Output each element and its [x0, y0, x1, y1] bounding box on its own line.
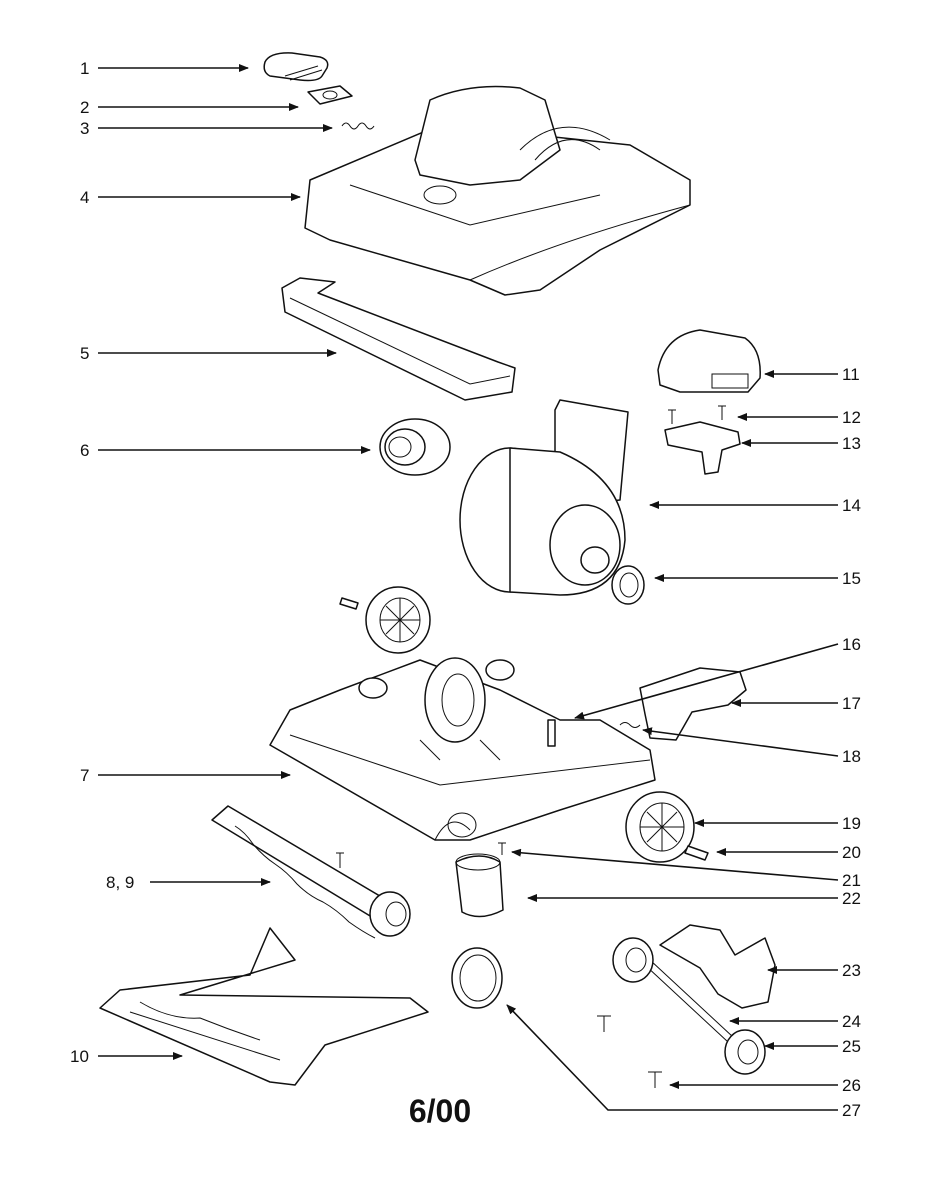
callout-11: 11 [842, 365, 860, 384]
callout-16: 16 [842, 635, 861, 654]
part-10-bottom-plate [99, 927, 429, 1086]
part-14-motor [459, 399, 629, 596]
part-18-spring [619, 722, 641, 728]
part-4-hood [304, 85, 691, 296]
callout-7: 7 [80, 766, 89, 785]
part-1-cover-clip [263, 52, 329, 82]
callout-24: 24 [842, 1012, 861, 1031]
part-16-post [547, 719, 556, 747]
part-rear-wheel-left [365, 586, 431, 654]
part-19-rear-wheel [625, 791, 695, 863]
part-21-screw [498, 842, 506, 855]
callout-20: 20 [842, 843, 861, 862]
callout-14: 14 [842, 496, 861, 515]
callout-10: 10 [70, 1047, 89, 1066]
callout-22: 22 [842, 889, 861, 908]
part-25-front-wheels [612, 937, 766, 1075]
callout-6: 6 [80, 441, 89, 460]
part-2-washer [307, 85, 353, 105]
part-20-axle-pin [684, 845, 709, 861]
part-17-pedal [639, 667, 747, 741]
callout-4: 4 [80, 188, 89, 207]
callout-27: 27 [842, 1101, 861, 1120]
part-27-belt [451, 947, 503, 1009]
callout-17: 17 [842, 694, 861, 713]
part-screw-base [336, 852, 344, 868]
callout-5: 5 [80, 344, 89, 363]
part-8-9-brushroll [211, 805, 411, 939]
part-13-switch [664, 421, 741, 475]
callout-15: 15 [842, 569, 861, 588]
callout-1: 1 [80, 59, 89, 78]
part-23-height-adjuster [659, 924, 776, 1009]
callout-2: 2 [80, 98, 89, 117]
part-5-bumper [281, 277, 516, 401]
part-11-switch-cover [657, 329, 761, 393]
callout-23: 23 [842, 961, 861, 980]
callout-labels: 1 2 3 4 5 6 7 8, 9 10 11 12 13 14 15 16 … [70, 59, 861, 1120]
part-7-base [269, 657, 656, 841]
callout-26: 26 [842, 1076, 861, 1095]
callout-3: 3 [80, 119, 89, 138]
part-3-spring [341, 122, 375, 130]
part-12-screws [668, 405, 726, 424]
callout-25: 25 [842, 1037, 861, 1056]
part-26-screws [597, 1015, 662, 1088]
callout-19: 19 [842, 814, 861, 833]
part-24-axle [644, 959, 734, 1043]
part-22-swivel [455, 853, 504, 918]
part-15-bearing-ring [611, 565, 645, 605]
callout-21: 21 [842, 871, 861, 890]
callout-8-9: 8, 9 [106, 873, 134, 892]
leader-lines [98, 64, 839, 1111]
callout-13: 13 [842, 434, 861, 453]
date-code: 6/00 [409, 1093, 471, 1129]
callout-18: 18 [842, 747, 861, 766]
part-pin-left [339, 597, 359, 610]
callout-12: 12 [842, 408, 861, 427]
part-6-belt-pulley [379, 418, 451, 476]
